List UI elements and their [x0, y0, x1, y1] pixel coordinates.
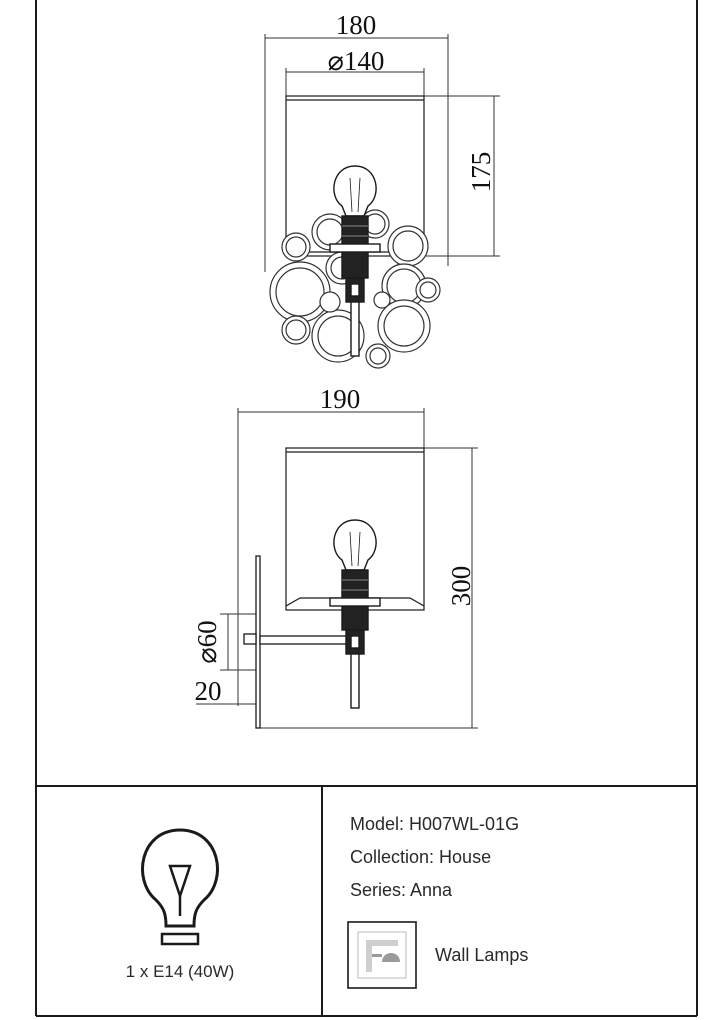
- wall-lamp-icon: [347, 921, 417, 989]
- dim-outer-width: 180: [336, 10, 377, 40]
- series-label: Series: Anna: [350, 880, 453, 900]
- model-label: Model: H007WL-01G: [350, 814, 520, 834]
- dim-shade-diameter: ⌀140: [328, 46, 385, 76]
- bulb-spec: 1 x E14 (40W): [125, 962, 235, 981]
- dim-backplate-diameter: ⌀60: [192, 620, 222, 663]
- bulb-assembly-top: [329, 165, 381, 357]
- collection-label: Collection: House: [350, 847, 492, 867]
- frame: [35, 0, 698, 1017]
- light-bulb-icon: [141, 828, 219, 946]
- side-view-dimensions: [196, 408, 478, 729]
- dim-offset: 20: [195, 676, 222, 706]
- dim-side-height: 300: [446, 566, 476, 607]
- bulb-assembly-side: [329, 519, 381, 709]
- category-label: Wall Lamps: [435, 945, 529, 965]
- top-view: 180 ⌀140 175: [264, 10, 500, 369]
- side-view: 190 300 ⌀60 20: [192, 384, 478, 729]
- wall-bracket: [243, 555, 349, 729]
- top-view-dimensions: [264, 34, 500, 272]
- dim-top-height: 175: [466, 152, 496, 193]
- dim-depth: 190: [320, 384, 361, 414]
